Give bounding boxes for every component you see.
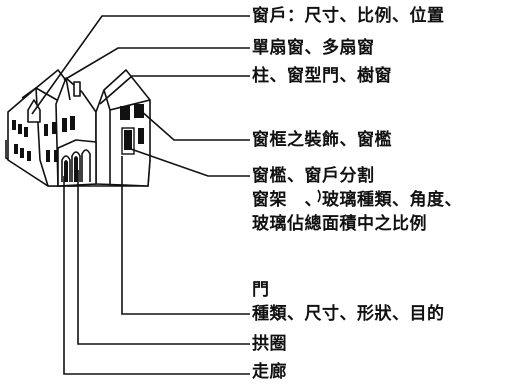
right-house-windows: [120, 104, 144, 155]
label-sill-division: 窗檻、窗戶分割: [252, 166, 375, 186]
middle-roof-line: [65, 77, 71, 101]
label-column-window-door: 柱、窗型門、樹窗: [252, 66, 392, 86]
label-door-details: 種類、尺寸、形狀、目的: [252, 304, 445, 324]
label-sash-types: 單扇窗、多扇窗: [252, 38, 375, 58]
right-house-roofline: [109, 99, 151, 111]
label-window: 窗戶：尺寸、比例、位置: [252, 6, 445, 26]
label-arch: 拱圈: [252, 334, 287, 354]
chimney: [73, 81, 81, 97]
middle-house-windows: [62, 116, 75, 132]
left-house-eave: [21, 87, 65, 105]
label-frame-glass-2: 玻璃佔總面積中之比例: [252, 214, 427, 234]
label-frame-glass-1: 窗架 、玻璃種類、角度、: [252, 190, 462, 210]
label-frame-decoration: 窗框之裝飾、窗檻: [252, 130, 392, 150]
porch-arches: [61, 149, 91, 182]
label-door: 門: [252, 280, 270, 300]
label-corridor: 走廊: [252, 362, 287, 382]
leader-lines: [31, 15, 321, 375]
